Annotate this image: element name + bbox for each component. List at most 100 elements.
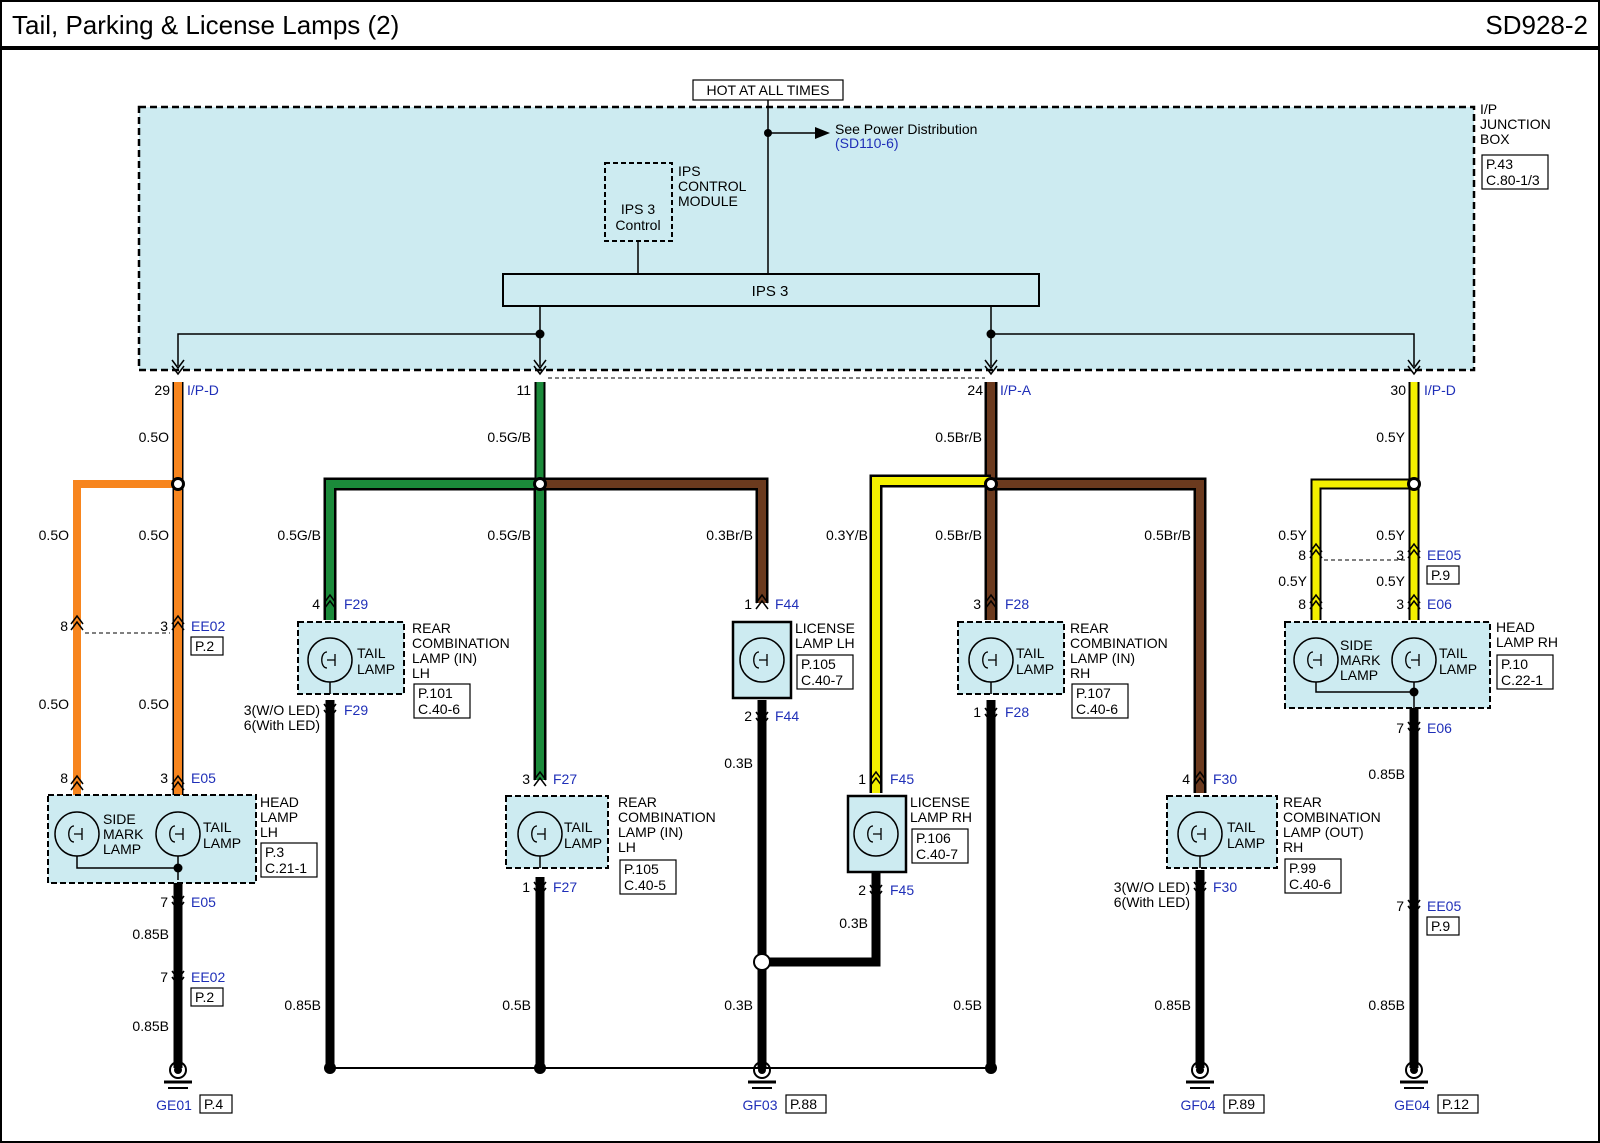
conn-f30-top: F30 — [1213, 771, 1237, 787]
junction-box-name-3: BOX — [1480, 131, 1510, 147]
connector-chevrons — [70, 359, 1421, 987]
wire-f28-b: 0.5B — [953, 997, 982, 1013]
page-title: Tail, Parking & License Lamps (2) — [12, 10, 400, 40]
rcl-in-lh-a-tail-2: LAMP — [357, 661, 395, 677]
head-tail-text-2: LAMP — [203, 835, 241, 851]
head-lamp-rh-name-1: HEAD — [1496, 619, 1535, 635]
connector-dashed-links — [85, 559, 1406, 634]
power-dist-arrow — [815, 127, 830, 139]
pin-f44-bot: 2 — [744, 708, 752, 724]
splice-brown-inner — [987, 480, 995, 488]
ground-gf04: GF04 — [1180, 1097, 1215, 1113]
head-lamp-rh-box — [1284, 621, 1491, 709]
wire-out-rh-b: 0.85B — [1154, 997, 1191, 1013]
ips-module-label-1: IPS — [678, 163, 701, 179]
pin-f27-bot: 1 — [522, 879, 530, 895]
ground-ge01: GE01 — [156, 1097, 192, 1113]
splice-yellow-inner — [1410, 480, 1418, 488]
pin-ee02-top-r: 3 — [160, 618, 168, 634]
license-lamp-rh-ref-1: P.106 — [916, 830, 951, 846]
ground-ge04-ref: P.12 — [1442, 1096, 1469, 1112]
rcl-out-rh-name-1: REAR — [1283, 794, 1322, 810]
license-lamp-lh-name-1: LICENSE — [795, 620, 855, 636]
head-tail-rh-text-1: TAIL — [1439, 645, 1468, 661]
wire-brb-lic: 0.3Br/B — [706, 527, 753, 543]
wire-lh-o3: 0.5O — [39, 696, 69, 712]
rcl-out-rh-name-3: LAMP (OUT) — [1283, 824, 1364, 840]
pin-f28-bot: 1 — [973, 704, 981, 720]
rcl-out-rh-tail-2: LAMP — [1227, 835, 1265, 851]
wire-lh-o4: 0.5O — [139, 696, 169, 712]
pin-ee02-top-l: 8 — [60, 618, 68, 634]
head-lamp-lh-name-1: HEAD — [260, 794, 299, 810]
conn-ee02-bot: EE02 — [191, 969, 225, 985]
ips-control-text-2: Control — [615, 217, 660, 233]
junction-box-ref-2: C.80-1/3 — [1486, 172, 1540, 188]
license-lamp-rh-ref-2: C.40-7 — [916, 846, 958, 862]
side-mark-text-2: MARK — [103, 826, 144, 842]
side-mark-text-3: LAMP — [103, 841, 141, 857]
see-power-distribution-ref: (SD110-6) — [835, 135, 899, 151]
ground-bus-node-2 — [534, 1062, 546, 1074]
head-lamp-rh-internal — [1315, 682, 1414, 693]
wire-rh-y3: 0.5Y — [1278, 573, 1307, 589]
ground-bus-node-3 — [985, 1062, 997, 1074]
rcl-in-lh-b-name-4: LH — [618, 839, 636, 855]
pin-f44-top: 1 — [744, 596, 752, 612]
junction-box — [137, 105, 1476, 372]
ground-ge04-ref-box — [1437, 1094, 1479, 1114]
pin-f30-bot-1: 3(W/O LED) — [1114, 879, 1190, 895]
ground-ge04: GE04 — [1394, 1097, 1430, 1113]
conn-ee02-top: EE02 — [191, 618, 225, 634]
pin-f28-top: 3 — [973, 596, 981, 612]
pin-f27-top: 3 — [522, 771, 530, 787]
head-lamp-lh-internal — [76, 856, 179, 880]
rcl-in-lh-b-name-3: LAMP (IN) — [618, 824, 683, 840]
head-tail-rh-text-2: LAMP — [1439, 661, 1477, 677]
pin-f45-top: 1 — [858, 771, 866, 787]
wire-lh-o2: 0.5O — [139, 527, 169, 543]
side-mark-rh-text-2: MARK — [1340, 652, 1381, 668]
conn-e05-top: E05 — [191, 770, 216, 786]
rcl-in-lh-b-tail-1: TAIL — [564, 819, 593, 835]
splice-license-ground — [753, 953, 771, 971]
pin-e05-top-r: 3 — [160, 770, 168, 786]
head-lamp-rh-ref-2: C.22-1 — [1501, 672, 1543, 688]
rcl-out-rh-name-2: COMBINATION — [1283, 809, 1381, 825]
ips3-label: IPS 3 — [752, 283, 789, 300]
head-lamp-rh-ref-box — [1496, 654, 1554, 690]
conn-ee02-bot-ref: P.2 — [195, 989, 214, 1005]
junction-box-ref-1: P.43 — [1486, 156, 1513, 172]
rcl-in-lh-a-ref-1: P.101 — [418, 685, 453, 701]
ground-ge01-ref-box — [199, 1094, 233, 1114]
license-lamp-rh-name-1: LICENSE — [910, 794, 970, 810]
head-lamp-rh-node — [1409, 687, 1419, 697]
conn-f29-bot: F29 — [344, 702, 368, 718]
ips-module-label-3: MODULE — [678, 193, 738, 209]
conn-ipd-right: I/P-D — [1424, 382, 1456, 398]
pin-ee05-top-l: 8 — [1298, 547, 1306, 563]
wire-lh-b1: 0.85B — [132, 926, 169, 942]
rcl-in-rh-ref-box — [1071, 683, 1129, 719]
rcl-in-lh-a-name-1: REAR — [412, 620, 451, 636]
wire-24: 0.5Br/B — [935, 429, 982, 445]
branch-pin30 — [991, 333, 1415, 366]
head-lamp-lh-name-2: LAMP — [260, 809, 298, 825]
pin-f30-top: 4 — [1182, 771, 1190, 787]
wire-rh-b1: 0.85B — [1368, 766, 1405, 782]
license-lamp-lh-ref-1: P.105 — [801, 656, 836, 672]
rcl-in-lh-a-name-4: LH — [412, 665, 430, 681]
rcl-out-rh-tail-1: TAIL — [1227, 819, 1256, 835]
rcl-in-lh-a-box — [297, 621, 405, 695]
rcl-in-rh-tail-2: LAMP — [1016, 661, 1054, 677]
rcl-in-lh-b-ref-1: P.105 — [624, 861, 659, 877]
rcl-in-rh-tail-1: TAIL — [1016, 645, 1045, 661]
head-lamp-lh-node — [173, 863, 183, 873]
pin-e05-bot: 7 — [160, 894, 168, 910]
branch-pin29 — [177, 333, 540, 366]
rcl-in-rh-name-1: REAR — [1070, 620, 1109, 636]
rcl-in-lh-b-name-1: REAR — [618, 794, 657, 810]
conn-f27-top: F27 — [553, 771, 577, 787]
conn-f45-top: F45 — [890, 771, 914, 787]
